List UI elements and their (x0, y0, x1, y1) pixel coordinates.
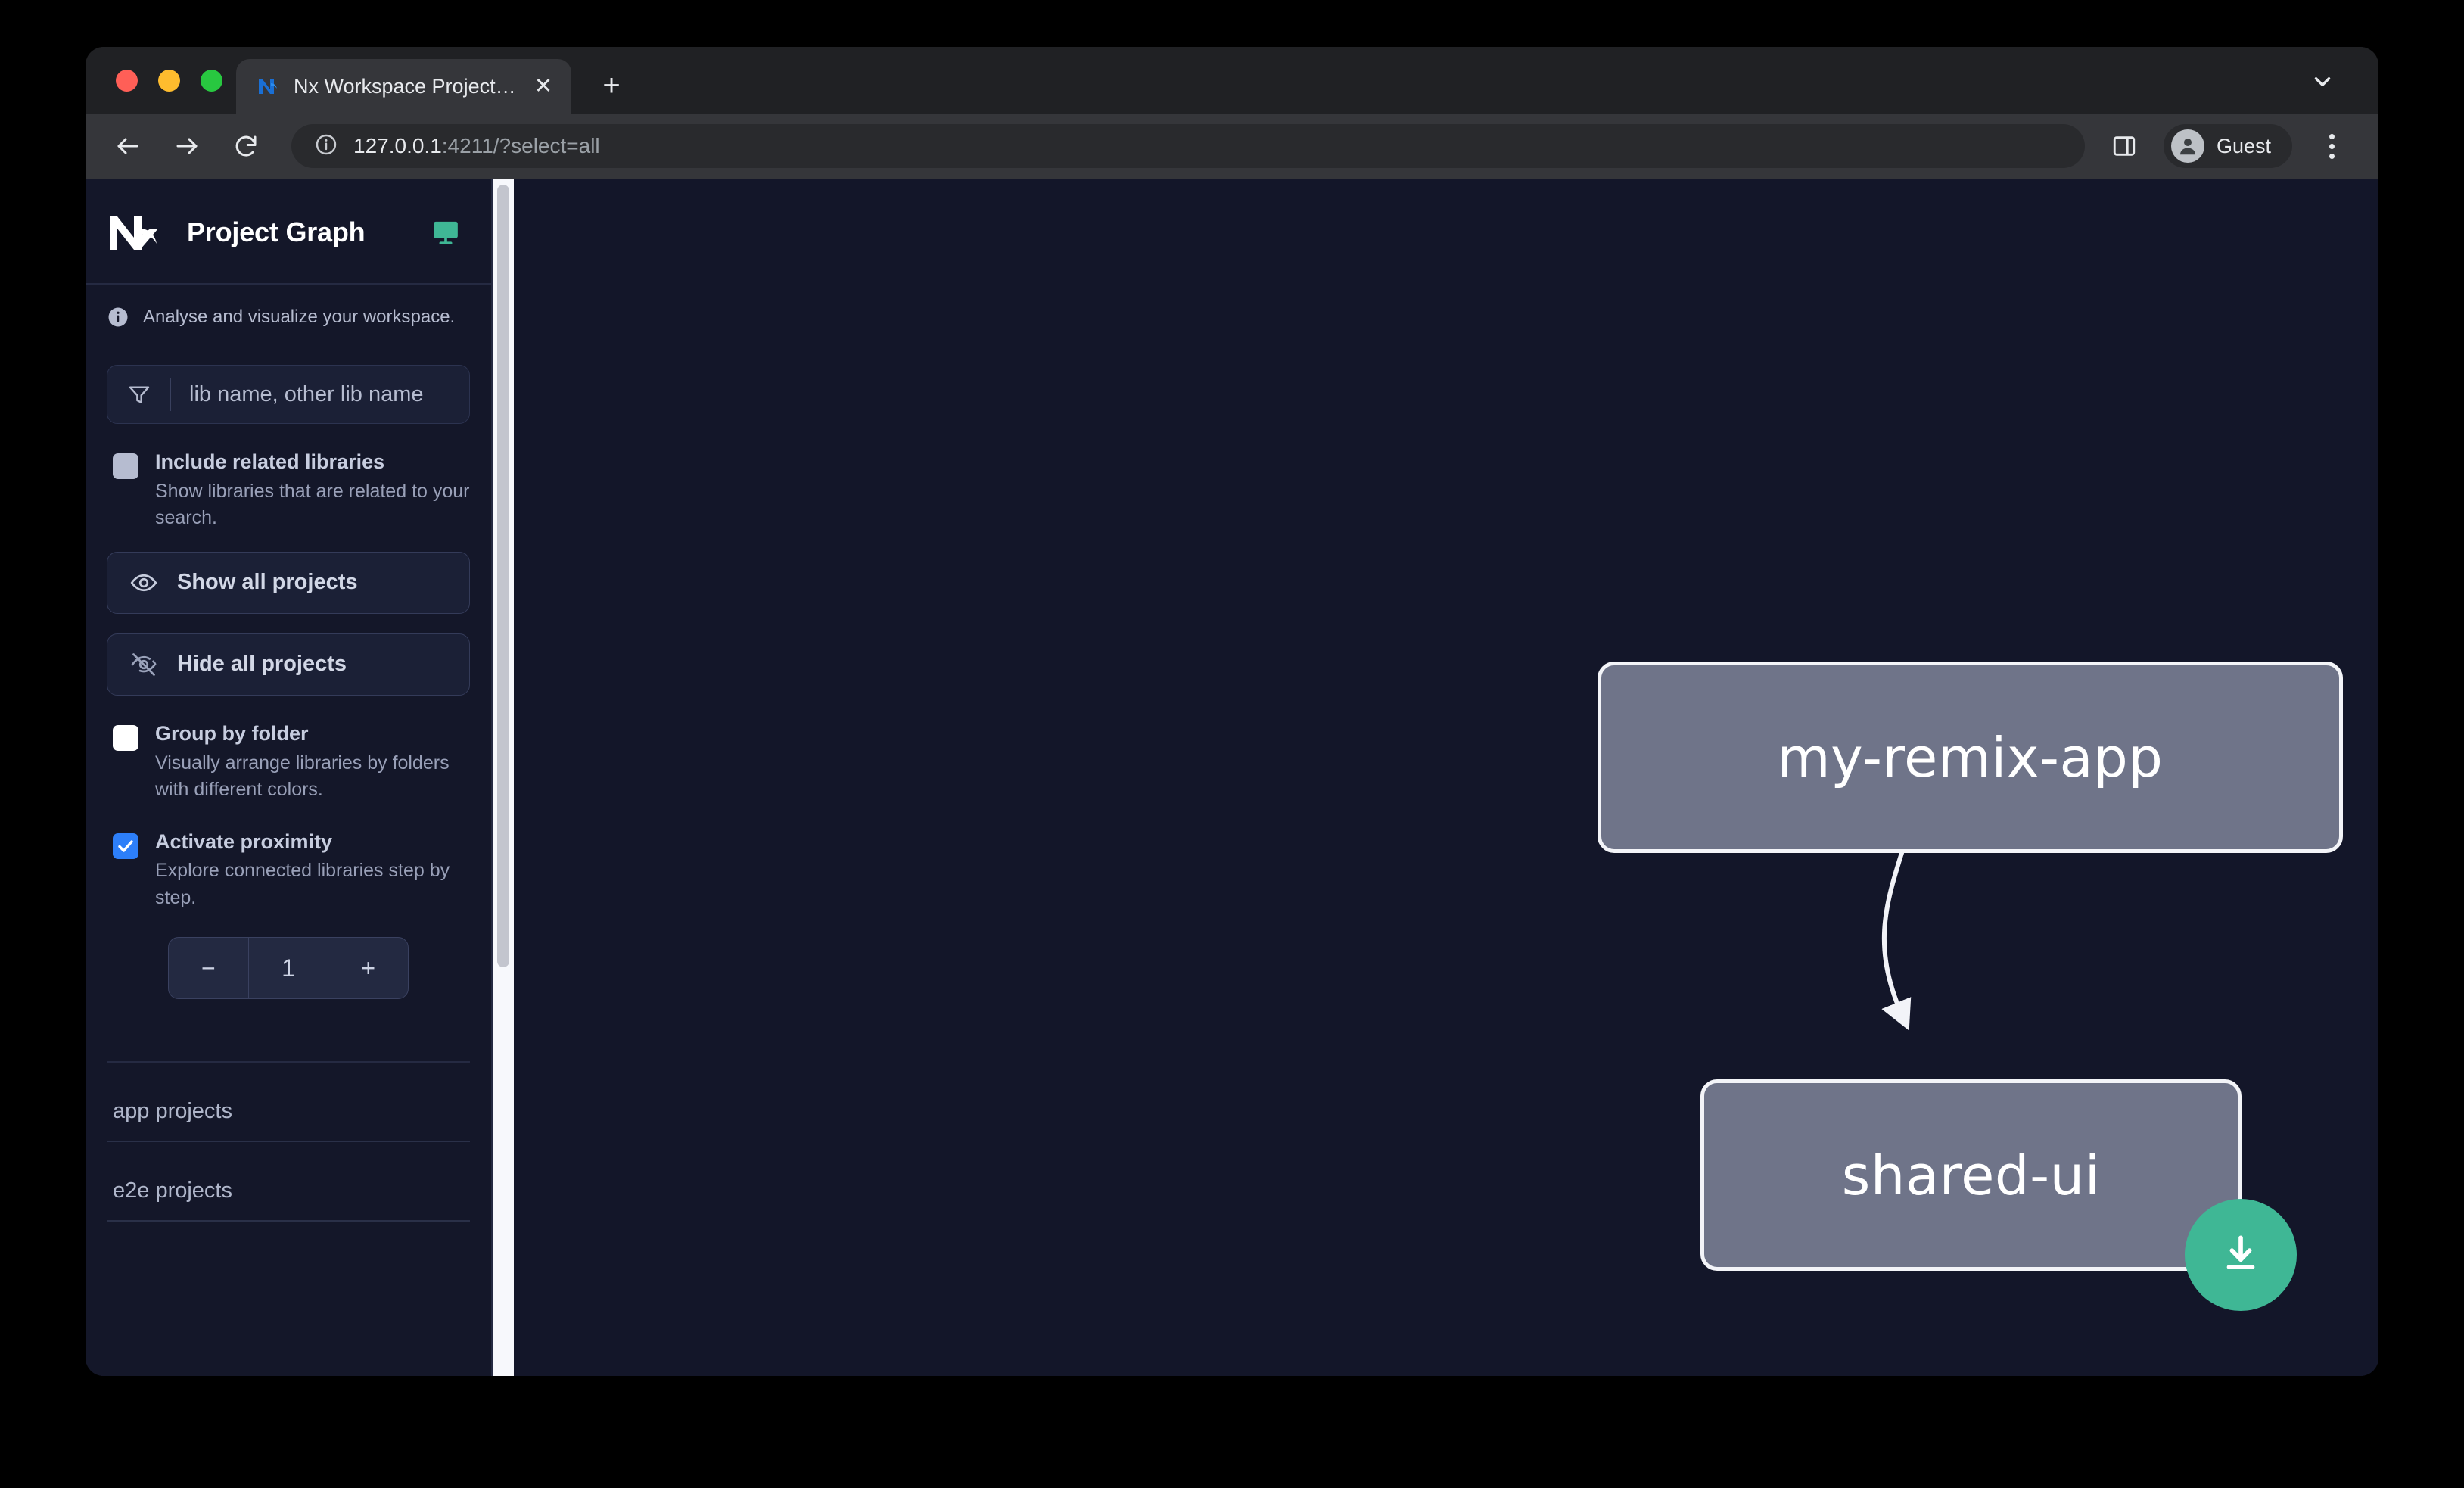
graph-node-shared-ui[interactable]: shared-ui (1700, 1079, 2242, 1271)
side-panel-icon[interactable] (2105, 126, 2144, 166)
browser-tab-strip: Nx Workspace Project Graph ✕ + (86, 47, 2378, 114)
sidebar-group-app-projects[interactable]: app projects (107, 1063, 470, 1143)
address-bar[interactable]: 127.0.0.1:4211/?select=all (291, 124, 2085, 168)
graph-node-my-remix-app[interactable]: my-remix-app (1598, 662, 2343, 853)
browser-tab[interactable]: Nx Workspace Project Graph ✕ (236, 59, 571, 114)
kebab-menu-icon[interactable] (2312, 126, 2351, 166)
new-tab-button[interactable]: + (602, 69, 621, 102)
forward-arrow-icon[interactable] (167, 126, 207, 166)
sidebar-tagline-text: Analyse and visualize your workspace. (143, 307, 456, 327)
sidebar: Project Graph Analyse and visual (86, 179, 493, 1376)
proximity-stepper: − 1 + (168, 937, 409, 1000)
account-avatar-icon (2170, 129, 2204, 163)
option-description: Explore connected libraries step by step… (155, 860, 450, 908)
nx-favicon-icon (256, 73, 282, 99)
download-graph-button[interactable] (2185, 1199, 2297, 1311)
checkbox-activate-proximity[interactable] (113, 833, 138, 859)
proximity-decrement-button[interactable]: − (201, 954, 216, 982)
url-path: :4211/?select=all (441, 134, 600, 157)
info-circle-icon[interactable] (314, 132, 338, 160)
maximize-window-button[interactable] (201, 70, 222, 92)
info-icon (107, 306, 129, 328)
hide-all-projects-button[interactable]: Hide all projects (107, 633, 470, 696)
show-all-projects-label: Show all projects (177, 570, 358, 595)
sidebar-tagline: Analyse and visualize your workspace. (86, 285, 491, 348)
eye-icon (130, 569, 157, 596)
back-arrow-icon[interactable] (108, 126, 148, 166)
browser-toolbar: 127.0.0.1:4211/?select=all Guest (86, 114, 2378, 179)
address-bar-url: 127.0.0.1:4211/?select=all (353, 134, 600, 158)
profile-label: Guest (2216, 134, 2271, 157)
option-activate-proximity[interactable]: Activate proximity Explore connected lib… (107, 830, 470, 912)
project-graph-canvas[interactable]: my-remix-app shared-ui (514, 179, 2378, 1376)
hide-all-projects-label: Hide all projects (177, 652, 347, 677)
sidebar-scroll-area: lib name, other lib name Include related… (86, 348, 491, 1376)
option-label: Include related libraries (155, 450, 385, 473)
sidebar-scrollbar-thumb[interactable] (497, 185, 509, 967)
nx-logo-icon (107, 212, 164, 253)
monitor-icon[interactable] (431, 217, 461, 247)
proximity-value: 1 (247, 938, 329, 999)
window-controls (116, 70, 222, 92)
close-icon[interactable]: ✕ (534, 73, 553, 98)
option-description: Show libraries that are related to your … (155, 480, 470, 529)
download-icon (2217, 1230, 2264, 1281)
option-description: Visually arrange libraries by folders wi… (155, 752, 450, 801)
option-label: Group by folder (155, 721, 309, 745)
profile-chip[interactable]: Guest (2163, 124, 2292, 168)
show-all-projects-button[interactable]: Show all projects (107, 551, 470, 614)
option-label: Activate proximity (155, 830, 333, 853)
url-host: 127.0.0.1 (353, 134, 442, 157)
browser-window: Nx Workspace Project Graph ✕ + (86, 47, 2378, 1376)
search-divider (170, 378, 171, 411)
filter-funnel-icon (127, 382, 151, 406)
checkbox-include-related-libraries[interactable] (113, 453, 138, 479)
proximity-increment-button[interactable]: + (361, 954, 376, 982)
minimize-window-button[interactable] (158, 70, 180, 92)
option-group-by-folder[interactable]: Group by folder Visually arrange librari… (107, 721, 470, 804)
search-placeholder: lib name, other lib name (189, 381, 424, 406)
sidebar-scrollbar[interactable] (493, 179, 514, 1376)
page-content: Project Graph Analyse and visual (86, 179, 2378, 1376)
search-input[interactable]: lib name, other lib name (107, 365, 470, 424)
close-window-button[interactable] (116, 70, 138, 92)
sidebar-divider (107, 1061, 470, 1063)
sidebar-group-e2e-projects[interactable]: e2e projects (107, 1142, 470, 1222)
option-include-related-libraries[interactable]: Include related libraries Show libraries… (107, 450, 470, 532)
eye-off-icon (130, 651, 157, 678)
reload-icon[interactable] (226, 126, 266, 166)
browser-tab-title: Nx Workspace Project Graph (294, 74, 518, 98)
checkbox-group-by-folder[interactable] (113, 724, 138, 751)
page-title: Project Graph (187, 216, 366, 247)
chevron-down-icon[interactable] (2307, 67, 2338, 97)
sidebar-header: Project Graph (86, 179, 491, 285)
